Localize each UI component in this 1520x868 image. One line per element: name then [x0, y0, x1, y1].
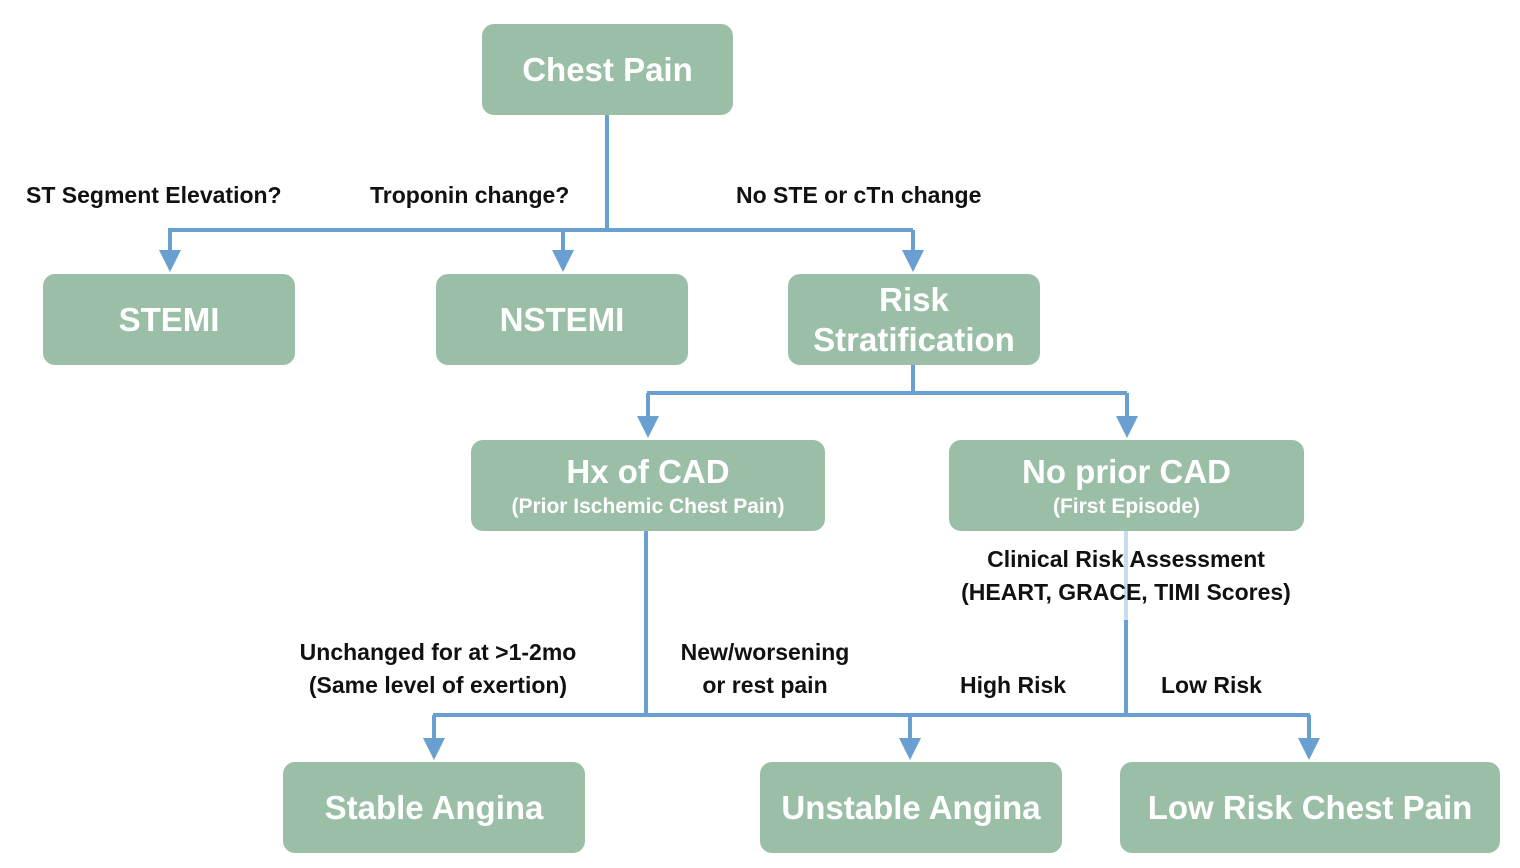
- label-clinical-risk-line1: Clinical Risk Assessment: [987, 546, 1265, 572]
- label-no-ste-ctn: No STE or cTn change: [736, 182, 982, 208]
- node-risk-stratification: Risk Stratification: [788, 274, 1040, 365]
- node-chest-pain: Chest Pain: [482, 24, 733, 115]
- arrowhead-nopriorcad: [1116, 416, 1138, 438]
- label-st-elevation: ST Segment Elevation?: [26, 182, 282, 208]
- label-unchanged-line2: (Same level of exertion): [308, 672, 568, 698]
- node-hx-cad-sublabel: (Prior Ischemic Chest Pain): [511, 494, 785, 518]
- node-hx-cad: Hx of CAD (Prior Ischemic Chest Pain): [471, 440, 825, 531]
- node-stable-angina: Stable Angina: [283, 762, 585, 853]
- node-risk-label-line1: Risk: [879, 280, 949, 318]
- node-stable-angina-label: Stable Angina: [324, 788, 544, 826]
- label-unchanged-line1: Unchanged for at >1-2mo: [299, 639, 577, 665]
- node-low-risk-chest-pain-label: Low Risk Chest Pain: [1147, 788, 1473, 826]
- label-troponin-change: Troponin change?: [370, 182, 570, 208]
- node-stemi: STEMI: [43, 274, 295, 365]
- arrowhead-stable: [423, 738, 445, 760]
- arrowhead-stemi: [159, 250, 181, 272]
- arrowhead-nstemi: [552, 250, 574, 272]
- node-low-risk-chest-pain: Low Risk Chest Pain: [1120, 762, 1500, 853]
- label-clinical-risk: Clinical Risk Assessment (HEART, GRACE, …: [926, 543, 1326, 609]
- label-new-worsening-line2: or rest pain: [702, 672, 828, 698]
- label-clinical-risk-line2: (HEART, GRACE, TIMI Scores): [961, 579, 1291, 605]
- node-hx-cad-label: Hx of CAD: [566, 453, 730, 491]
- node-no-prior-cad: No prior CAD (First Episode): [949, 440, 1304, 531]
- node-nstemi: NSTEMI: [436, 274, 688, 365]
- node-chest-pain-label: Chest Pain: [522, 50, 693, 88]
- node-no-prior-cad-label: No prior CAD: [1022, 453, 1231, 491]
- label-new-worsening-line1: New/worsening: [680, 639, 850, 665]
- node-unstable-angina: Unstable Angina: [760, 762, 1062, 853]
- arrowhead-lowrisk: [1298, 738, 1320, 760]
- label-high-risk: High Risk: [960, 672, 1067, 698]
- label-low-risk: Low Risk: [1161, 672, 1262, 698]
- node-stemi-label: STEMI: [118, 300, 220, 338]
- arrowhead-hxcad: [637, 416, 659, 438]
- node-nstemi-label: NSTEMI: [499, 300, 625, 338]
- label-new-worsening: New/worsening or rest pain: [660, 636, 870, 702]
- node-no-prior-cad-sublabel: (First Episode): [1052, 494, 1200, 518]
- arrowhead-risk: [902, 250, 924, 272]
- arrowhead-unstable: [899, 738, 921, 760]
- node-risk-label-line2: Stratification: [813, 320, 1015, 358]
- label-unchanged: Unchanged for at >1-2mo (Same level of e…: [268, 636, 608, 702]
- node-unstable-angina-label: Unstable Angina: [781, 788, 1041, 826]
